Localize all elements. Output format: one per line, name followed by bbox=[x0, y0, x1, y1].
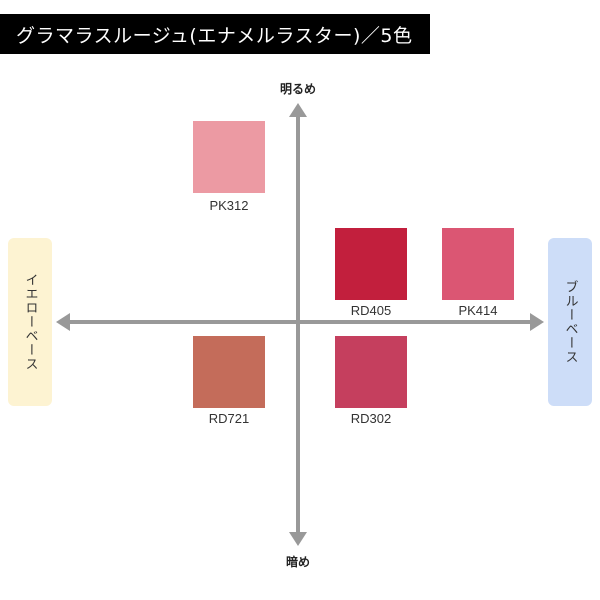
swatch-rd302 bbox=[335, 336, 407, 408]
axis-label-top: 明るめ bbox=[279, 82, 317, 96]
bottom-arrowhead bbox=[289, 532, 307, 546]
title-bar: グラマラスルージュ(エナメルラスター)／5色 bbox=[0, 14, 430, 54]
swatch-label-rd302: RD302 bbox=[350, 411, 392, 426]
top-arrowhead bbox=[289, 103, 307, 117]
axis-label-right: ブルーベース bbox=[562, 280, 578, 364]
swatch-label-rd405: RD405 bbox=[350, 303, 392, 318]
swatch-label-pk312: PK312 bbox=[209, 198, 249, 213]
right-arrowhead bbox=[530, 313, 544, 331]
swatch-label-pk414: PK414 bbox=[458, 303, 498, 318]
axis-label-left: イエローベース bbox=[22, 273, 38, 371]
page-title: グラマラスルージュ(エナメルラスター)／5色 bbox=[16, 24, 413, 47]
yellow-base-box: イエローベース bbox=[8, 238, 52, 406]
swatch-rd721 bbox=[193, 336, 265, 408]
left-arrowhead bbox=[56, 313, 70, 331]
swatch-pk414 bbox=[442, 228, 514, 300]
swatch-pk312 bbox=[193, 121, 265, 193]
blue-base-box: ブルーベース bbox=[548, 238, 592, 406]
swatch-label-rd721: RD721 bbox=[208, 411, 250, 426]
axis-label-bottom: 暗め bbox=[285, 555, 311, 569]
swatch-rd405 bbox=[335, 228, 407, 300]
